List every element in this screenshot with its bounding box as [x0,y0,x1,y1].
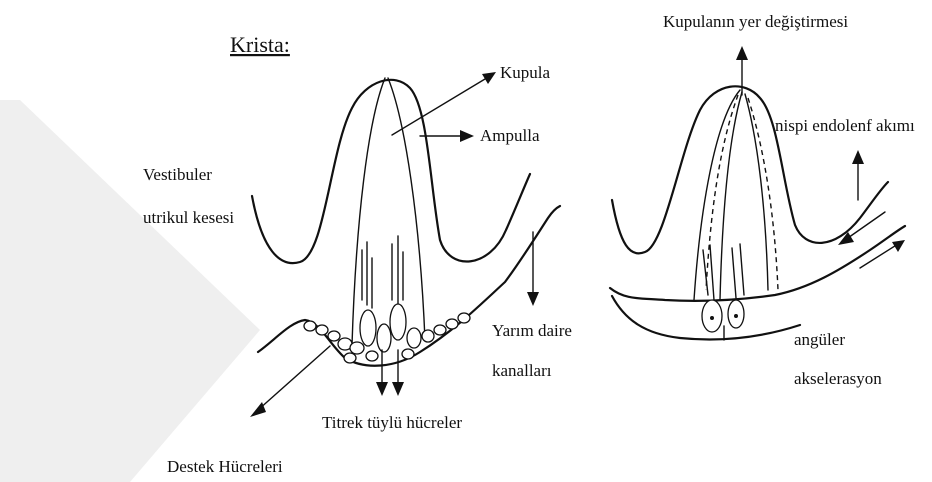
hair-bundles [362,236,403,308]
arrow-endolenf-up [852,150,864,200]
left-panel: Krista: [143,32,572,476]
label-yarim-1: Yarım daire [492,321,572,340]
right-crista-base [610,226,905,301]
arrow-to-destek [250,346,330,417]
label-destek: Destek Hücreleri [167,457,283,476]
label-kupula: Kupula [500,63,551,82]
crista-cells [304,304,470,363]
right-cells [702,300,744,340]
watermark-shape [0,100,260,482]
right-panel: Kupulanın yer değiştirmesi nispi endolen… [610,12,915,388]
arrow-to-titrek [376,350,404,396]
cupula-inner-right [388,78,425,340]
label-ampulla: Ampulla [480,126,540,145]
label-vestibuler-2: utrikul kesesi [143,208,234,227]
label-titrek: Titrek tüylü hücreler [322,413,462,432]
arrow-to-ampulla [420,130,474,142]
right-hair-bundles [703,244,744,300]
arrow-to-yarim-daire [527,232,539,306]
cupula-inner-left [352,78,385,345]
label-angular-2: akselerasyon [794,369,882,388]
label-kupula-yer: Kupulanın yer değiştirmesi [663,12,848,31]
label-angular-1: angüler [794,330,845,349]
label-vestibuler-1: Vestibuler [143,165,212,184]
arrow-flow-up-right [860,240,905,268]
label-yarim-2: kanalları [492,361,552,380]
krista-title: Krista: [230,32,290,57]
vestibuler-outline [252,80,530,263]
label-nispi: nispi endolenf akımı [775,116,915,135]
cupula-displaced-right [745,94,768,290]
